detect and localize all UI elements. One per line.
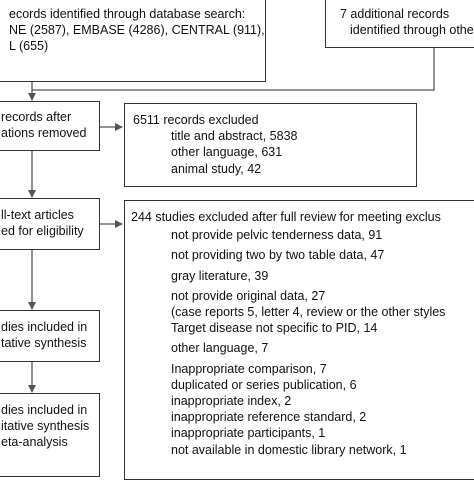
box-heading: 6511 records excluded — [133, 113, 259, 127]
box-line: L (655) — [9, 39, 49, 54]
excluded-item: other language, 631 — [171, 145, 283, 160]
excluded-item: inappropriate index, 2 — [171, 394, 292, 409]
excluded-item: not providing two by two table data, 47 — [171, 248, 385, 263]
box-heading: 244 studies excluded after full review f… — [131, 210, 441, 224]
excluded-item: not provide original data, 27 — [171, 288, 326, 303]
excluded-item: Target disease not specific to PID, 14 — [171, 321, 378, 336]
arrow-additional-to-screened — [32, 48, 435, 91]
box-line: records after — [1, 110, 72, 124]
excluded-item: Inappropriate comparison, 7 — [171, 361, 327, 376]
excluded-item: inappropriate reference standard, 2 — [171, 410, 367, 425]
box-additional-records: 7 additional records identified through … — [325, 0, 474, 48]
box-studies-excluded-fullreview: 244 studies excluded after full review f… — [124, 200, 474, 480]
box-line: ed for eligibility — [1, 224, 84, 239]
excluded-item: gray literature, 39 — [171, 268, 269, 283]
box-line: dies included in — [1, 403, 88, 417]
box-line: ations removed — [1, 126, 87, 141]
box-studies-qualitative-synthesis: dies included in tative synthesis — [0, 310, 100, 362]
excluded-item: not available in domestic library networ… — [171, 442, 407, 457]
box-line: eta-analysis — [1, 435, 68, 450]
box-line: ecords identified through database searc… — [9, 7, 246, 21]
box-line: 7 additional records — [340, 7, 450, 21]
box-line: identified through othe — [350, 23, 474, 38]
excluded-item: duplicated or series publication, 6 — [171, 377, 357, 392]
box-line: itative synthesis — [1, 419, 90, 434]
box-line: NE (2587), EMBASE (4286), CENTRAL (911), — [9, 23, 265, 38]
excluded-item: inappropriate participants, 1 — [171, 426, 326, 441]
excluded-item: not provide pelvic tenderness data, 91 — [171, 228, 383, 243]
excluded-item: (case reports 5, letter 4, review or the… — [171, 305, 446, 320]
excluded-item: title and abstract, 5838 — [171, 129, 298, 144]
excluded-item: animal study, 42 — [171, 161, 262, 176]
box-line: dies included in — [1, 320, 88, 334]
box-fulltext-assessed: ll-text articles ed for eligibility — [0, 198, 100, 250]
box-records-excluded-screening: 6511 records excluded title and abstract… — [124, 103, 417, 187]
box-records-identified-database: ecords identified through database searc… — [0, 0, 266, 82]
box-line: ll-text articles — [1, 208, 74, 222]
box-studies-quantitative-synthesis: dies included in itative synthesis eta-a… — [0, 393, 100, 477]
box-line: tative synthesis — [1, 336, 87, 351]
box-records-after-duplicates: records after ations removed — [0, 101, 100, 151]
excluded-item: other language, 7 — [171, 341, 269, 356]
